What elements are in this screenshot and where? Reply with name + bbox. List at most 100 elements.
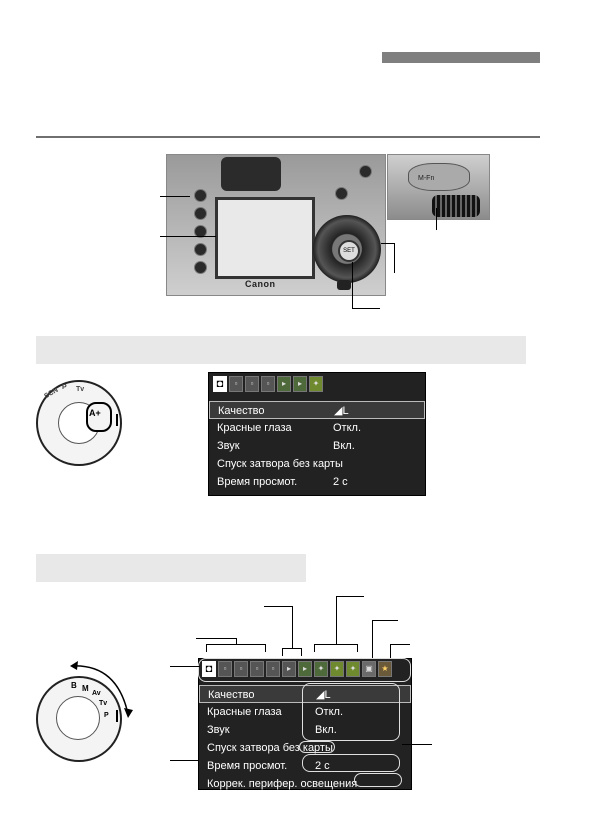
tab-setup-1[interactable]: ✦ [314, 661, 328, 677]
menu-row-label: Звук [217, 440, 240, 452]
mode-dial-creative-center [56, 696, 100, 740]
tab-custom-functions[interactable]: ▣ [362, 661, 376, 677]
tab-playback-1[interactable]: ▸ [282, 661, 296, 677]
tab-shooting-1[interactable]: ◘ [213, 376, 227, 392]
camera-top-detail-photo: M-Fn [387, 154, 490, 220]
mode-dial-creative-label-p: P [104, 712, 109, 719]
menu-creative-row-review-time[interactable]: Время просмот. 2 с [199, 757, 411, 775]
power-switch[interactable] [337, 280, 351, 290]
menu-row-value: Вкл. [315, 724, 337, 736]
menu-basic-row-beep[interactable]: Звук Вкл. [209, 437, 425, 455]
camera-back-photo: Canon SET [166, 154, 386, 296]
bracket-shooting-tabs [206, 644, 266, 652]
tabs-outline [198, 658, 411, 682]
header-rule [36, 136, 540, 138]
mode-dial-creative-index [116, 710, 118, 722]
header-bar [382, 52, 540, 63]
picture-style-button[interactable] [194, 225, 207, 238]
menu-creative-tabs: ◘ ▫ ▫ ▫ ▫ ▸ ▸ ✦ ✦ ✦ ▣ ★ [199, 659, 411, 681]
tab-shooting-4[interactable]: ▫ [261, 376, 275, 392]
callout-shooting-tabs-v [236, 638, 237, 644]
shutter-button-area [408, 163, 470, 191]
rotation-arrow-icon [70, 661, 133, 718]
tab-setup-1[interactable]: ✦ [309, 376, 323, 392]
tab-shooting-2[interactable]: ▫ [229, 376, 243, 392]
callout-menu-settings [402, 744, 432, 745]
callout-playback-tabs-v [292, 606, 293, 648]
bracket-playback-tabs [282, 648, 302, 656]
menu-basic-row-red-eye[interactable]: Красные глаза Откл. [209, 419, 425, 437]
callout-playback-tabs-h [264, 606, 292, 607]
tab-setup-3[interactable]: ✦ [346, 661, 360, 677]
mode-dial-creative-label-b: B [71, 681, 77, 690]
menu-row-value: Откл. [315, 706, 344, 718]
tab-shooting-5[interactable]: ▫ [266, 661, 280, 677]
tab-playback-1[interactable]: ▸ [277, 376, 291, 392]
tab-my-menu[interactable]: ★ [378, 661, 392, 677]
callout-line-lcd [160, 236, 216, 237]
menu-basic-tabs: ◘ ▫ ▫ ▫ ▸ ▸ ✦ [209, 373, 425, 397]
callout-mymenu-tab-h [390, 644, 410, 645]
playback-button[interactable] [194, 243, 207, 256]
menu-row-label: Красные глаза [217, 422, 292, 434]
mode-dial-creative-label-m: M [82, 684, 89, 693]
mode-dial-basic-selected [86, 402, 112, 432]
mode-dial-basic-index [116, 414, 118, 426]
callout-line-quick-dial-h [381, 243, 395, 244]
tab-playback-2[interactable]: ▸ [298, 661, 312, 677]
section-band-creative-zone [36, 554, 306, 582]
menu-row-label: Спуск затвора без карты [217, 458, 343, 470]
ae-lock-button[interactable] [359, 165, 372, 178]
af-on-button[interactable] [335, 187, 348, 200]
menu-button[interactable] [194, 189, 207, 202]
menu-row-label: Коррек. перифер. освещения [207, 778, 358, 790]
callout-active-tab [170, 666, 200, 667]
menu-row-value: 2 с [315, 760, 330, 772]
callout-cfn-tab-h [372, 620, 398, 621]
mode-dial-basic-label-3: Tv [76, 386, 85, 393]
callout-line-main-dial [436, 208, 437, 230]
tab-shooting-4[interactable]: ▫ [250, 661, 264, 677]
callout-line-quick-dial [394, 243, 395, 273]
callout-cfn-tab-v [372, 620, 373, 658]
review-row-value-outline [302, 754, 400, 772]
menu-creative-row-beep[interactable]: Звук Вкл. [199, 721, 411, 739]
menu-row-label: Звук [207, 724, 230, 736]
lcd-screen [215, 197, 315, 279]
menu-row-value: ◢L [334, 405, 349, 417]
menu-basic-row-release-no-card[interactable]: Спуск затвора без карты [209, 455, 425, 473]
menu-row-label: Качество [208, 689, 255, 701]
menu-creative-row-red-eye[interactable]: Красные глаза Откл. [199, 703, 411, 721]
menu-row-label: Время просмот. [207, 760, 288, 772]
menu-row-label: Время просмот. [217, 476, 298, 488]
menu-basic-zone: ◘ ▫ ▫ ▫ ▸ ▸ ✦ Качество ◢L Красные глаза … [208, 372, 426, 496]
bracket-setup-tabs [314, 644, 358, 652]
tab-shooting-3[interactable]: ▫ [245, 376, 259, 392]
menu-row-value: ◢L [316, 689, 331, 701]
camera-logo: Canon [245, 279, 276, 289]
callout-line-menu-button [160, 196, 190, 197]
callout-setup-tabs-h [336, 596, 364, 597]
menu-basic-row-review-time[interactable]: Время просмот. 2 с [209, 473, 425, 491]
menu-row-value: Откл. [333, 422, 362, 434]
mode-dial-creative[interactable] [36, 676, 122, 762]
settings-column-outline [302, 683, 400, 741]
callout-menu-items [170, 760, 198, 761]
main-dial[interactable] [432, 195, 480, 217]
mode-dial-basic-selected-label: A+ [89, 408, 101, 418]
set-button[interactable]: SET [338, 240, 360, 262]
menu-row-value: Вкл. [333, 440, 355, 452]
info-button[interactable] [194, 207, 207, 220]
tab-playback-2[interactable]: ▸ [293, 376, 307, 392]
mfn-label: M-Fn [418, 175, 435, 182]
menu-creative-row-peripheral-illum[interactable]: Коррек. перифер. освещения [199, 775, 411, 793]
tab-shooting-3[interactable]: ▫ [234, 661, 248, 677]
mode-dial-basic-label-2: P [62, 384, 67, 391]
callout-mymenu-tab-v [390, 644, 391, 658]
menu-basic-row-quality[interactable]: Качество ◢L [209, 401, 425, 419]
erase-button[interactable] [194, 261, 207, 274]
section-band-basic-zone [36, 336, 526, 364]
tab-shooting-2[interactable]: ▫ [218, 661, 232, 677]
tab-setup-2[interactable]: ✦ [330, 661, 344, 677]
menu-row-label: Красные глаза [207, 706, 282, 718]
